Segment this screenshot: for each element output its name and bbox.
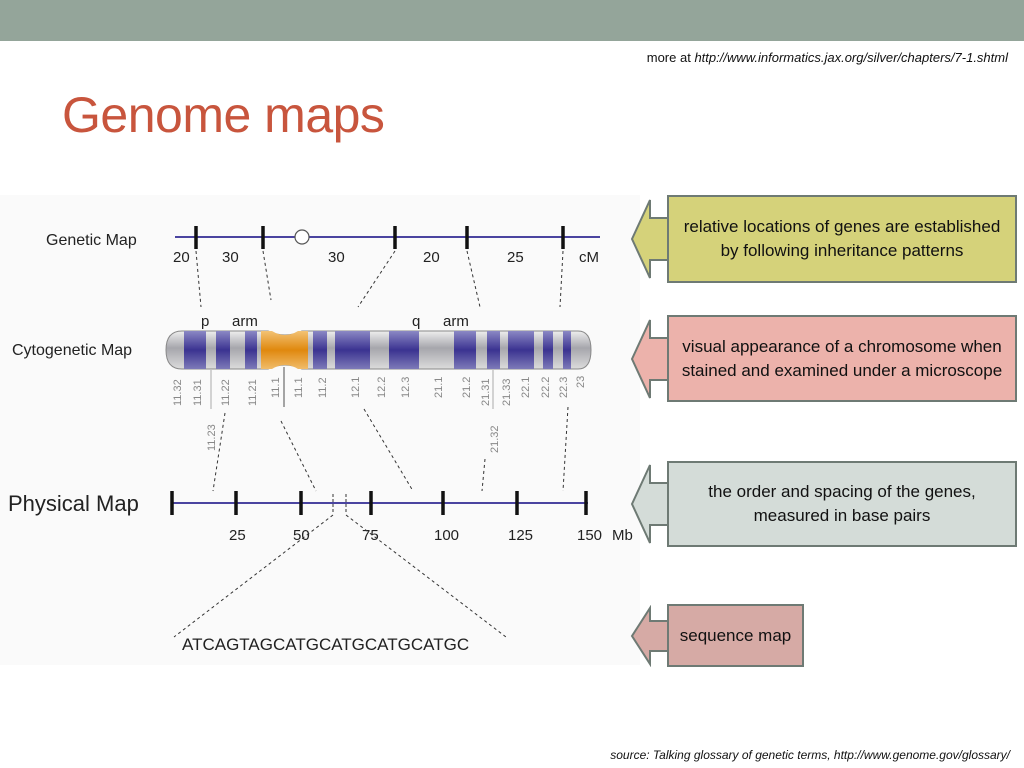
chromosome	[165, 330, 592, 370]
chromosome-band	[389, 331, 419, 369]
sequence-map-callout-text: sequence map	[667, 604, 804, 667]
chromosome-band	[487, 331, 500, 369]
genetic-distance-label: 20	[173, 249, 190, 266]
cytogenetic-map-label: Cytogenetic Map	[12, 342, 132, 359]
genetic-map-label: Genetic Map	[46, 232, 137, 249]
genetic-distance-label: 20	[423, 249, 440, 266]
q-arm-word: arm	[443, 313, 469, 330]
sequence-region-marks	[332, 494, 347, 513]
band-label: 12.1	[350, 377, 362, 398]
band-label: 11.31	[192, 379, 204, 406]
physical-tick-label: 150	[577, 527, 602, 544]
page-title: Genome maps	[62, 87, 385, 143]
genetic-map-gene-marker	[294, 229, 310, 245]
cytogenetic-map-callout-text: visual appearance of a chromosome when s…	[667, 315, 1017, 402]
chromosome-band	[184, 331, 206, 369]
genetic-map-callout: relative locations of genes are establis…	[630, 195, 1017, 283]
chromosome-band	[335, 331, 370, 369]
band-label: 21.32	[489, 425, 501, 453]
centromere	[261, 331, 308, 369]
physical-map-ticks	[170, 491, 588, 515]
left-arrow-icon	[630, 464, 670, 544]
physical-map-label: Physical Map	[8, 491, 139, 516]
band-label: 11.23	[206, 424, 218, 451]
genetic-unit-label: cM	[579, 249, 599, 266]
genetic-distance-label: 30	[222, 249, 239, 266]
band-label: 22.1	[520, 377, 532, 398]
band-label: 11.32	[172, 379, 184, 406]
physical-tick-label: 50	[293, 527, 310, 544]
left-arrow-icon	[630, 604, 670, 667]
genetic-distance-label: 30	[328, 249, 345, 266]
more-info-url[interactable]: http://www.informatics.jax.org/silver/ch…	[694, 50, 1008, 65]
top-bar	[0, 0, 1024, 41]
genetic-distance-label: 25	[507, 249, 524, 266]
band-label: 22.2	[540, 377, 552, 398]
dna-sequence: ATCAGTAGCATGCATGCATGCATGC	[182, 635, 469, 654]
left-arrow-icon	[630, 199, 670, 279]
physical-tick-label: 125	[508, 527, 533, 544]
band-label: 11.21	[247, 379, 259, 406]
genetic-map-callout-text: relative locations of genes are establis…	[667, 195, 1017, 283]
chromosome-band	[563, 331, 571, 369]
band-label: 11.2	[317, 377, 329, 398]
chromosome-band	[543, 331, 553, 369]
physical-tick-label: 25	[229, 527, 246, 544]
band-pointer-lines	[210, 370, 494, 409]
band-label: 11.1	[270, 377, 282, 398]
genome-maps-figure: Genetic Map 20 30 30 20 25 cM Cytogeneti…	[0, 195, 640, 665]
band-label: 22.3	[558, 377, 570, 398]
chromosome-band	[245, 331, 257, 369]
physical-tick-label: 75	[362, 527, 379, 544]
band-label: 21.33	[501, 378, 513, 406]
p-arm-word: arm	[232, 313, 258, 330]
band-label: 11.22	[220, 379, 232, 406]
band-label: 12.3	[400, 377, 412, 398]
source-citation: source: Talking glossary of genetic term…	[610, 748, 1010, 762]
physical-unit-label: Mb	[612, 527, 633, 544]
sequence-map-callout: sequence map	[630, 604, 804, 667]
left-arrow-icon	[630, 319, 670, 398]
physical-map-callout-text: the order and spacing of the genes, meas…	[667, 461, 1017, 547]
chromosome-band	[508, 331, 534, 369]
more-info-link[interactable]: more at http://www.informatics.jax.org/s…	[646, 50, 1008, 65]
chromosome-band	[313, 331, 327, 369]
band-label: 21.2	[461, 377, 473, 398]
q-arm-letter: q	[412, 313, 420, 330]
p-arm-letter: p	[201, 313, 209, 330]
chromosome-band	[454, 331, 476, 369]
genetic-to-cyto-connectors	[195, 250, 564, 308]
physical-tick-label: 100	[434, 527, 459, 544]
band-label: 11.1	[293, 377, 305, 398]
band-label: 21.31	[480, 378, 492, 406]
genetic-map-markers	[194, 226, 565, 249]
cyto-to-physical-connectors	[212, 406, 569, 492]
cytogenetic-map-callout: visual appearance of a chromosome when s…	[630, 315, 1017, 402]
band-label: 23	[575, 376, 587, 388]
band-label: 21.1	[433, 377, 445, 398]
band-label: 12.2	[376, 377, 388, 398]
physical-map-callout: the order and spacing of the genes, meas…	[630, 461, 1017, 547]
chromosome-band	[216, 331, 230, 369]
